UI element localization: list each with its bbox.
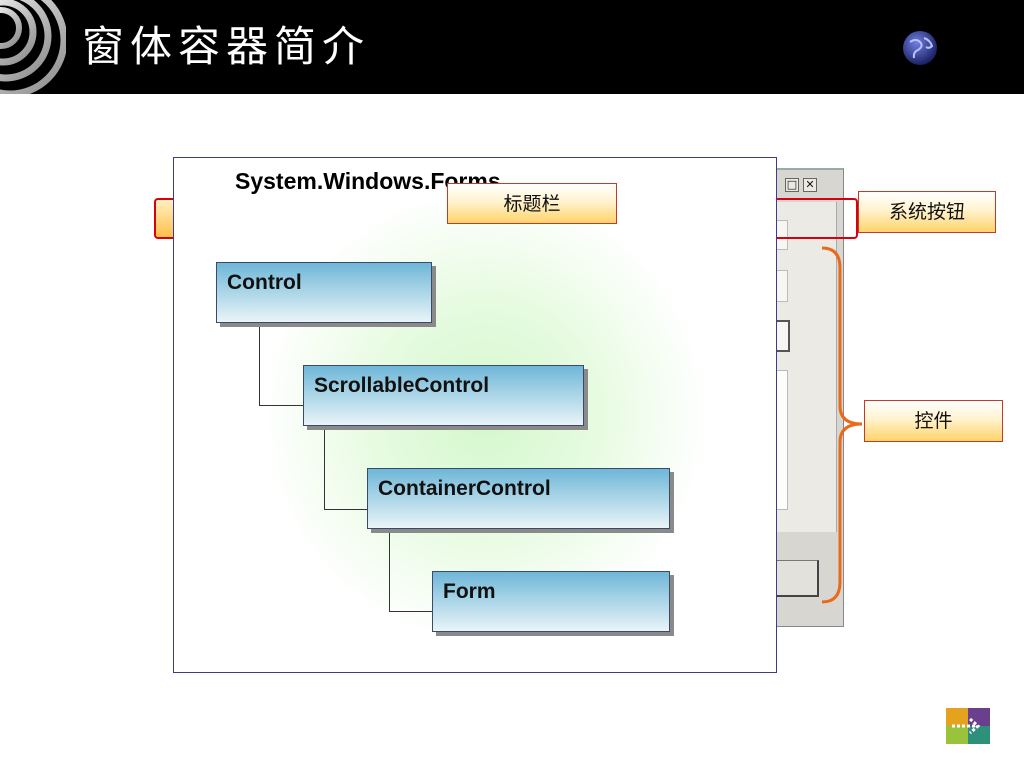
class-node-label: ScrollableControl [314, 374, 490, 397]
controls-brace [821, 246, 863, 604]
next-slide-arrow-icon[interactable] [946, 708, 990, 744]
class-node-scrollablecontrol: ScrollableControl [303, 365, 584, 426]
class-node-form: Form [432, 571, 670, 632]
maximize-button[interactable]: □ [785, 178, 799, 192]
connector-line [324, 427, 369, 510]
callout-system-buttons: 系统按钮 [858, 191, 996, 233]
class-node-control: Control [216, 262, 432, 323]
class-node-label: ContainerControl [378, 477, 551, 500]
connector-line [389, 530, 434, 612]
class-node-containercontrol: ContainerControl [367, 468, 670, 529]
class-node-label: Form [443, 580, 496, 603]
connector-line [259, 323, 305, 406]
title-bar-highlight-fill [156, 200, 174, 237]
callout-title-bar: 标题栏 [447, 183, 617, 224]
callout-controls: 控件 [864, 400, 1003, 442]
globe-icon [903, 31, 937, 65]
spiral-logo-icon [0, 0, 66, 94]
slide-header [0, 0, 1024, 94]
class-node-label: Control [227, 271, 302, 294]
slide-title: 窗体容器简介 [82, 22, 371, 71]
close-button[interactable]: ✕ [803, 178, 817, 192]
